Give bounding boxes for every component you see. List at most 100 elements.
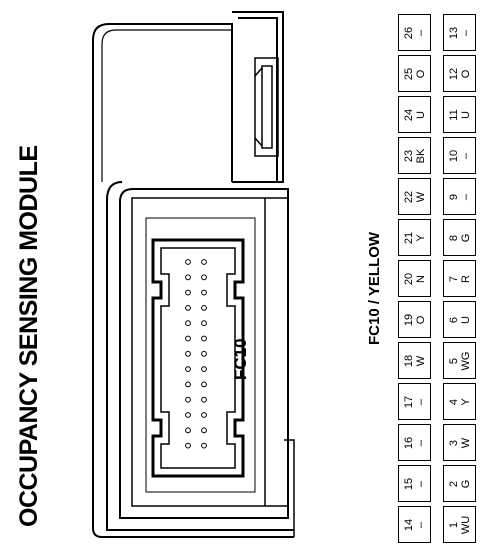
pin-wire-color: U bbox=[414, 110, 427, 119]
pin-number: 6 bbox=[447, 316, 460, 323]
pin-hole-grid bbox=[185, 259, 207, 449]
housing-right-rail bbox=[265, 197, 288, 507]
pin-number: 23 bbox=[402, 149, 415, 162]
connector-id-label: FC10 bbox=[231, 338, 250, 380]
pin-wire-color: – bbox=[414, 439, 427, 446]
pin-hole bbox=[201, 427, 207, 434]
pin-number: 19 bbox=[402, 313, 415, 326]
pin-number: 9 bbox=[447, 193, 460, 200]
pin-number: 17 bbox=[402, 395, 415, 408]
pin-wire-color: O bbox=[414, 69, 427, 78]
pin-number: 1 bbox=[447, 521, 460, 528]
pin-wire-color: R bbox=[459, 274, 472, 283]
pin-hole bbox=[185, 412, 191, 418]
pin-cell: 13– bbox=[443, 14, 476, 51]
pin-number: 8 bbox=[447, 234, 460, 241]
pin-number: 2 bbox=[447, 480, 460, 487]
pin-number: 5 bbox=[447, 357, 460, 364]
pin-number: 12 bbox=[447, 67, 460, 80]
pin-hole bbox=[185, 350, 191, 357]
pin-cell: 15– bbox=[398, 465, 431, 502]
pin-wire-color: – bbox=[414, 480, 427, 487]
pin-number: 10 bbox=[447, 149, 460, 162]
pin-number: 20 bbox=[402, 272, 415, 285]
pin-hole bbox=[201, 335, 207, 342]
pin-wire-color: – bbox=[414, 29, 427, 36]
connector-face-outer bbox=[151, 238, 245, 478]
pin-wire-color: – bbox=[414, 521, 427, 528]
pin-wire-color: W bbox=[414, 355, 427, 366]
pin-hole bbox=[185, 274, 191, 281]
housing-lower-frame bbox=[119, 188, 289, 519]
pin-wire-color: G bbox=[459, 479, 472, 488]
pin-number: 15 bbox=[402, 477, 415, 490]
pin-hole bbox=[185, 427, 191, 434]
latch-hinge bbox=[254, 67, 263, 147]
latch-detail bbox=[254, 57, 279, 157]
pin-number: 22 bbox=[402, 190, 415, 203]
pin-number: 7 bbox=[447, 275, 460, 282]
pin-wire-color: Y bbox=[414, 233, 427, 242]
housing-lower-body bbox=[92, 182, 294, 538]
pin-wire-color: – bbox=[459, 193, 472, 200]
pin-wire-color: U bbox=[459, 315, 472, 324]
pin-wire-color: W bbox=[414, 191, 427, 202]
pin-wire-color: BK bbox=[414, 148, 427, 163]
pin-wire-color: Y bbox=[459, 397, 472, 406]
pin-hole bbox=[201, 366, 207, 373]
connector-face-inner bbox=[160, 247, 236, 469]
pin-hole bbox=[201, 412, 207, 418]
pin-number: 11 bbox=[447, 108, 460, 121]
pin-wire-color: WG bbox=[459, 351, 472, 370]
pin-hole bbox=[185, 305, 191, 311]
connector-color-label: FC10 / YELLOW bbox=[366, 231, 383, 345]
pin-hole bbox=[201, 274, 207, 281]
housing-side-tab bbox=[232, 11, 284, 183]
pin-number: 25 bbox=[402, 67, 415, 80]
pin-hole bbox=[185, 442, 191, 449]
pin-hole bbox=[185, 320, 191, 327]
pin-cell: 17– bbox=[398, 383, 431, 420]
pin-hole bbox=[185, 335, 191, 342]
pin-number: 21 bbox=[402, 231, 415, 244]
pin-wire-color: O bbox=[459, 69, 472, 78]
pin-number: 14 bbox=[402, 518, 415, 531]
pin-hole bbox=[185, 381, 191, 388]
pin-wire-color: W bbox=[459, 437, 472, 448]
pin-number: 26 bbox=[402, 26, 415, 39]
pin-cell: 9– bbox=[443, 178, 476, 215]
pin-hole bbox=[185, 366, 191, 373]
pin-wire-color: – bbox=[459, 29, 472, 36]
housing-lower-bracket bbox=[284, 439, 295, 537]
housing-lower-shroud bbox=[106, 181, 294, 531]
pin-hole bbox=[201, 381, 207, 388]
pin-number: 18 bbox=[402, 354, 415, 367]
pin-number: 13 bbox=[447, 26, 460, 39]
module-title: OCCUPANCY SENSING MODULE bbox=[15, 145, 43, 527]
pin-wire-color: N bbox=[414, 274, 427, 283]
pin-hole bbox=[201, 305, 207, 311]
pin-hole bbox=[201, 350, 207, 357]
pin-hole bbox=[201, 289, 207, 296]
pin-hole bbox=[201, 259, 207, 265]
pin-cell: 26– bbox=[398, 14, 431, 51]
pin-hole bbox=[201, 320, 207, 327]
pin-wire-color: – bbox=[414, 398, 427, 405]
pin-hole bbox=[201, 442, 207, 449]
